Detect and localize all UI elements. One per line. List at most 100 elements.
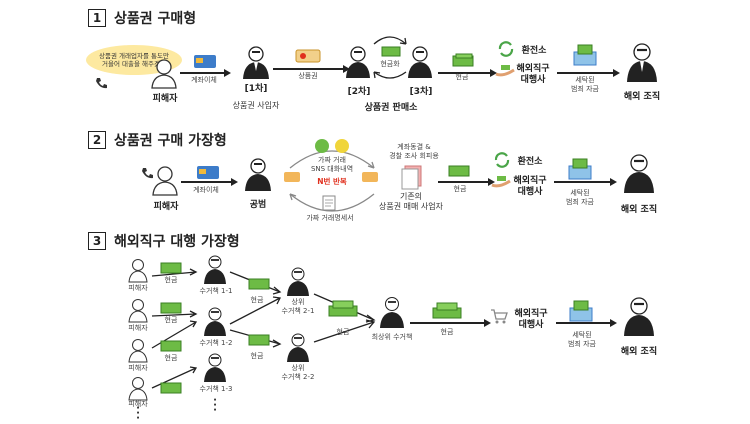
s3-victim1-icon (128, 259, 148, 283)
s3-money-box-icon (569, 300, 593, 322)
s3-victim2-label: 피해자 (128, 324, 148, 332)
s2-agent-line1: 해외직구 (513, 176, 547, 186)
s1-cash-label: 현금 (455, 73, 469, 81)
s1-shop-label: 상품권 판매소 (364, 103, 418, 113)
s2-accomplice-label: 공범 (249, 200, 267, 210)
s3-victim3-label: 피해자 (128, 364, 148, 372)
s2-doc-stack-icon (401, 165, 422, 190)
s3-top-icon (380, 297, 404, 328)
s1-exchange-label: 환전소 (521, 46, 547, 56)
s2-phone-icon (142, 168, 153, 179)
s2-voucher-left-icon (284, 172, 300, 182)
s3-victim1-label: 피해자 (128, 284, 148, 292)
document-icon (322, 195, 336, 211)
s1-arrow-3-head (490, 68, 497, 77)
s1-buyer1-icon (243, 46, 269, 79)
s3-collector2-label: 수거책 1-2 (199, 339, 233, 347)
phone-icon (96, 78, 107, 89)
s1-arrow-4 (557, 72, 613, 74)
s2-transfer-label: 계좌이체 (193, 186, 219, 194)
s2-n-times-label: N번 반복 (317, 177, 347, 186)
s1-cashout-label: 현금화 (380, 60, 400, 68)
s3-victim2-icon (128, 299, 148, 323)
s2-cash-label: 현금 (453, 185, 467, 193)
s3-cash-v2-label: 현금 (164, 316, 178, 324)
s3-cart-icon (491, 309, 508, 324)
s1-buyer1-tag: [1차] (244, 84, 268, 94)
s2-accomplice-icon (245, 158, 271, 191)
s2-laundered-line1: 세탁된 (570, 189, 590, 197)
s1-agent-line1: 해외직구 (516, 64, 550, 74)
s3-cash-v1-icon (160, 262, 182, 274)
s2-arrow-1 (181, 181, 231, 183)
s3-collector3-label: 수거책 1-3 (199, 385, 233, 393)
s3-upper1-line2: 수거책 2-1 (281, 307, 315, 315)
s2-fake-chat-line2: SNS 대화내역 (310, 165, 354, 173)
s1-laundered-line2: 범죄 자금 (571, 85, 599, 93)
s1-arrow-2-head (343, 64, 350, 73)
chat-icon (315, 139, 349, 153)
s2-arrow-1-head (231, 177, 238, 186)
s3-cash-v3-icon (160, 340, 182, 352)
s2-existing-line1: 기존의 (399, 192, 423, 201)
s1-victim-label: 피해자 (152, 94, 178, 104)
card-icon (194, 55, 216, 68)
s1-org-icon (627, 43, 657, 82)
s1-agent-line2: 대행사 (520, 75, 546, 85)
s3-upper2-icon (287, 333, 309, 362)
s3-arrow-agent (556, 322, 610, 324)
s2-org-label: 해외 조직 (620, 205, 658, 215)
s2-exchange-label: 환전소 (517, 157, 543, 167)
section-1-title: 1 상품권 구매형 (88, 8, 196, 28)
s2-arrow-3 (554, 181, 610, 183)
s3-upper1-icon (287, 267, 309, 296)
s2-agent-line2: 대행사 (517, 187, 543, 197)
s1-victim-icon (151, 59, 177, 89)
s1-arrow-3 (438, 72, 490, 74)
money-box-icon (573, 44, 597, 66)
section-3-title: 3 해외직구 대행 가장형 (88, 231, 240, 251)
s1-arrow-4-head (613, 68, 620, 77)
s1-dealer2-icon (346, 46, 370, 78)
s3-collector1-label: 수거책 1-1 (199, 287, 233, 295)
s3-upper2-line2: 수거책 2-2 (281, 373, 315, 381)
s3-cash-c1-label: 현금 (250, 296, 264, 304)
s1-laundered-line1: 세탁된 (575, 76, 595, 84)
s3-cash-top-label: 현금 (440, 328, 454, 336)
s2-exchange-icon (494, 152, 510, 168)
s3-org-label: 해외 조직 (620, 347, 658, 357)
exchange-icon (498, 41, 514, 57)
s1-bubble-line2: 거을어 대출을 해주겠다 (102, 60, 166, 68)
section-3-label: 해외직구 대행 가장형 (114, 234, 240, 250)
s1-tier2-label: [2차] (347, 87, 371, 97)
s2-voucher-right-icon (362, 172, 378, 182)
s3-top-label: 최상위 수거책 (371, 333, 413, 341)
s3-cash-c2-label: 현금 (250, 352, 264, 360)
s3-arrow-top-head (484, 318, 491, 327)
s1-buyer1-label: 상품권 사입자 (232, 101, 280, 110)
s3-victim3-icon (128, 339, 148, 363)
s3-cash-v2-icon (160, 302, 182, 314)
s3-cash-top-icon (432, 302, 462, 319)
s3-laundered-line2: 범죄 자금 (568, 340, 596, 348)
s2-org-icon (624, 154, 654, 193)
s1-arrow-1 (180, 72, 224, 74)
s3-cash-v1-label: 현금 (164, 276, 178, 284)
s1-dealer3-icon (408, 46, 432, 78)
s2-existing-line2: 상품권 매매 사업자 (379, 202, 443, 211)
section-1-label: 상품권 구매형 (114, 11, 197, 27)
s2-cash-icon (448, 165, 470, 177)
section-2-number: 2 (88, 131, 106, 149)
s2-fake-statement-label: 가짜 거래명세서 (306, 214, 354, 222)
s1-arrow-1-head (224, 68, 231, 77)
s2-arrow-2-head (488, 177, 495, 186)
s3-upper1-line1: 상위 (291, 298, 305, 306)
s3-org-icon (624, 297, 654, 336)
s3-collectors-more: ··· (213, 395, 217, 416)
s3-victim4-icon (128, 377, 148, 401)
